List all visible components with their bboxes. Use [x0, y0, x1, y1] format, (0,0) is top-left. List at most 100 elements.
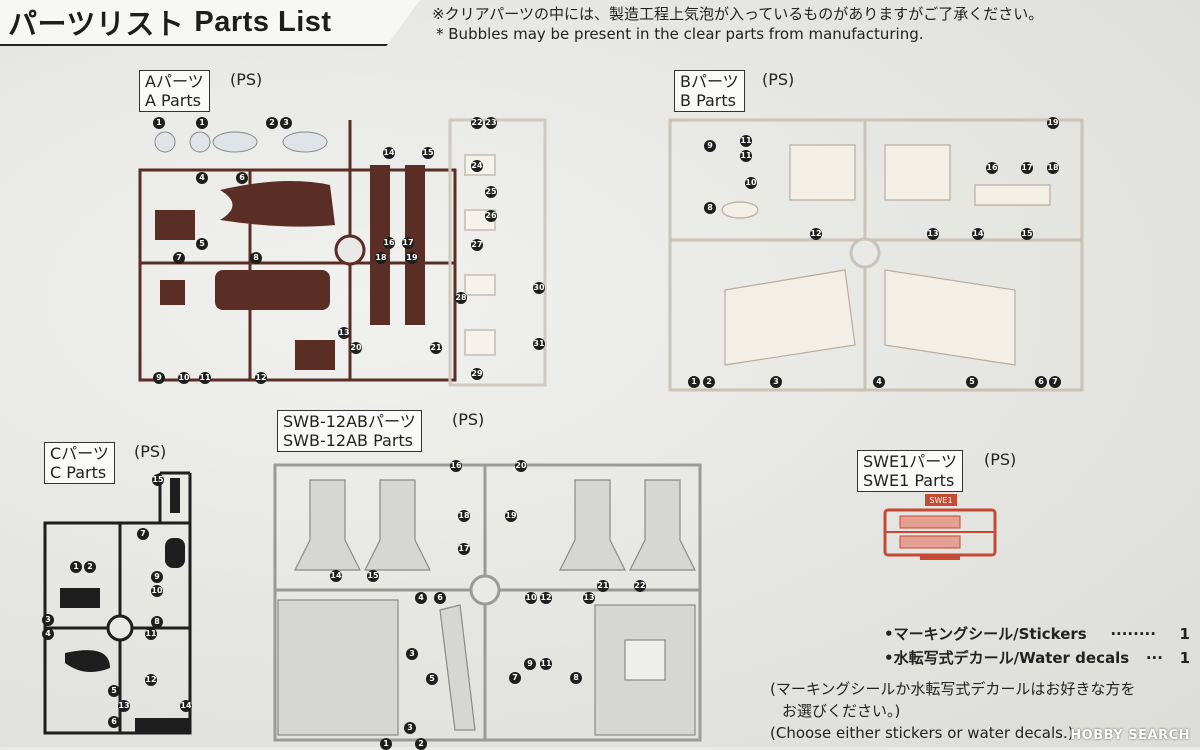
c-parts-label-ja: Cパーツ — [50, 444, 109, 463]
title-ja: パーツリスト — [8, 7, 185, 41]
part-number: 8 — [704, 202, 716, 214]
b-parts-label-en: B Parts — [680, 91, 736, 110]
part-number: 4 — [196, 172, 208, 184]
part-number: 4 — [415, 592, 427, 604]
part-number: 11 — [740, 135, 752, 147]
part-number: 18 — [1047, 162, 1059, 174]
part-number: 9 — [151, 571, 163, 583]
b-parts-label-ja: Bパーツ — [680, 72, 739, 91]
part-number: 25 — [485, 186, 497, 198]
part-number: 5 — [108, 685, 120, 697]
part-number: 22 — [471, 117, 483, 129]
part-number: 6 — [1035, 376, 1047, 388]
swe-parts-label: SWE1パーツ SWE1 Parts — [857, 450, 963, 492]
part-number: 12 — [810, 228, 822, 240]
a-parts-material: (PS) — [230, 70, 263, 89]
part-number: 21 — [430, 342, 442, 354]
part-number: 3 — [770, 376, 782, 388]
part-number: 18 — [458, 510, 470, 522]
part-number: 12 — [255, 372, 267, 384]
extras-list: •マーキングシール/Stickers ········ 1 •水転写式デカール/… — [884, 622, 1190, 670]
part-number: 5 — [426, 673, 438, 685]
part-number: 21 — [597, 580, 609, 592]
part-number: 13 — [583, 592, 595, 604]
part-number: 2 — [415, 738, 427, 750]
part-number: 2 — [703, 376, 715, 388]
part-number: 15 — [422, 147, 434, 159]
part-number: 8 — [570, 672, 582, 684]
c-parts-sprue — [43, 471, 192, 735]
part-number: 5 — [966, 376, 978, 388]
part-number: 1 — [196, 117, 208, 129]
part-number: 12 — [145, 674, 157, 686]
c-parts-label: Cパーツ C Parts — [44, 442, 115, 484]
c-parts-material: (PS) — [134, 442, 167, 461]
decals-dots: ··· — [1145, 649, 1163, 667]
part-number: 4 — [42, 628, 54, 640]
part-number: 3 — [42, 614, 54, 626]
a-parts-sprue — [138, 118, 547, 387]
part-number: 11 — [740, 150, 752, 162]
swb-parts-sprue — [273, 463, 702, 742]
part-number: 7 — [173, 252, 185, 264]
part-number: 10 — [151, 585, 163, 597]
swb-parts-label-en: SWB-12AB Parts — [283, 431, 414, 450]
part-number: 1 — [153, 117, 165, 129]
part-number: 6 — [434, 592, 446, 604]
part-number: 14 — [383, 147, 395, 159]
part-number: 17 — [458, 543, 470, 555]
part-number: 18 — [375, 252, 387, 264]
part-number: 8 — [151, 616, 163, 628]
part-number: 14 — [972, 228, 984, 240]
stickers-label: •マーキングシール/Stickers — [884, 625, 1087, 643]
b-parts-sprue — [668, 118, 1084, 392]
b-parts-label: Bパーツ B Parts — [674, 70, 745, 112]
part-number: 23 — [485, 117, 497, 129]
part-number: 2 — [84, 561, 96, 573]
stickers-dots: ········ — [1110, 625, 1156, 643]
part-number: 10 — [745, 177, 757, 189]
swe-tag-text: SWE1 — [929, 496, 952, 505]
part-number: 20 — [350, 342, 362, 354]
b-parts-material: (PS) — [762, 70, 795, 89]
part-number: 7 — [137, 528, 149, 540]
part-number: 1 — [380, 738, 392, 750]
stickers-row: •マーキングシール/Stickers ········ 1 — [884, 622, 1190, 646]
part-number: 31 — [533, 338, 545, 350]
part-number: 13 — [927, 228, 939, 240]
part-number: 6 — [236, 172, 248, 184]
swb-parts-label: SWB-12ABパーツ SWB-12AB Parts — [277, 410, 422, 452]
swb-parts-material: (PS) — [452, 410, 485, 429]
part-number: 30 — [533, 282, 545, 294]
part-number: 15 — [367, 570, 379, 582]
part-number: 14 — [180, 700, 192, 712]
part-number: 19 — [1047, 117, 1059, 129]
part-number: 8 — [250, 252, 262, 264]
part-number: 15 — [152, 474, 164, 486]
part-number: 3 — [406, 648, 418, 660]
part-number: 3 — [280, 117, 292, 129]
part-number: 6 — [108, 716, 120, 728]
a-parts-label: Aパーツ A Parts — [139, 70, 210, 112]
notice-ja: ※クリアパーツの中には、製造工程上気泡が入っているものがありますがご了承ください… — [432, 5, 1044, 23]
part-number: 5 — [196, 238, 208, 250]
part-number: 11 — [145, 628, 157, 640]
part-number: 9 — [524, 658, 536, 670]
part-number: 27 — [471, 239, 483, 251]
part-number: 24 — [471, 160, 483, 172]
part-number: 16 — [986, 162, 998, 174]
part-number: 16 — [450, 460, 462, 472]
title-en: Parts List — [194, 5, 332, 38]
part-number: 4 — [873, 376, 885, 388]
watermark: HOBBY SEARCH — [1070, 728, 1190, 743]
part-number: 20 — [515, 460, 527, 472]
part-number: 28 — [455, 292, 467, 304]
a-parts-label-en: A Parts — [145, 91, 201, 110]
part-number: 26 — [485, 210, 497, 222]
part-number: 29 — [471, 368, 483, 380]
decals-count: 1 — [1179, 649, 1190, 667]
swe-parts-sprue: SWE1 — [883, 494, 997, 560]
decals-row: •水転写式デカール/Water decals ··· 1 — [884, 646, 1190, 670]
part-number: 1 — [688, 376, 700, 388]
swb-parts-label-ja: SWB-12ABパーツ — [283, 412, 416, 431]
